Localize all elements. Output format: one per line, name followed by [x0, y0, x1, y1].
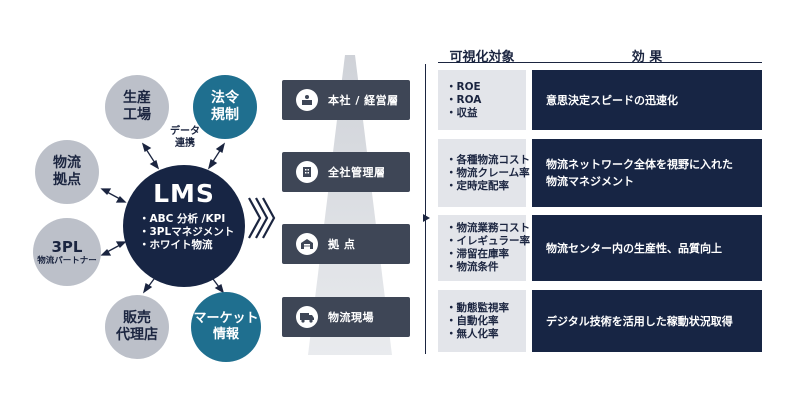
data-link-arrows	[100, 142, 226, 294]
target-item: ・各種物流コスト	[446, 153, 530, 166]
arrowhead	[100, 188, 112, 196]
arrow-3pl	[106, 244, 121, 253]
layer-label: 物流現場	[328, 311, 374, 324]
arrow-law	[211, 148, 222, 164]
hierarchy-spire	[308, 55, 392, 355]
node-hub: 物流 拠点	[35, 140, 99, 204]
arrowhead	[115, 195, 127, 203]
target-item: ・無人化率	[446, 327, 499, 340]
lms-feature: ・ホワイト物流	[139, 239, 213, 251]
header-effect: 効 果	[631, 50, 663, 65]
target-item: ・ROA	[446, 93, 482, 106]
arrow-factory	[145, 148, 156, 164]
arrowhead	[214, 284, 225, 294]
node-3pl-sub: 物流パートナー	[37, 255, 97, 266]
target-item: ・収益	[446, 106, 478, 119]
layer-headquarters: 本社 / 経営層	[282, 80, 410, 120]
header-target: 可視化対象	[449, 50, 515, 65]
target-item: ・ROE	[446, 80, 481, 93]
layer-label: 本社 / 経営層	[328, 94, 399, 107]
row-effect: 物流センター内の生産性、品質向上	[532, 215, 762, 281]
target-item: ・滞留在庫率	[446, 248, 509, 260]
layer-label: 全社管理層	[328, 166, 386, 179]
target-item: ・イレギュラー率	[446, 235, 530, 247]
table-pointer-icon	[423, 214, 430, 222]
layer-company-management: 全社管理層	[282, 152, 410, 192]
warehouse-icon	[296, 233, 318, 255]
row-targets: ・各種物流コスト ・物流クレーム率 ・定時定配率	[438, 139, 530, 207]
arrowhead	[100, 248, 112, 256]
row-targets: ・動態監視率 ・自動化率 ・無人化率	[438, 290, 526, 352]
row-effect: 意思決定スピードの迅速化	[532, 70, 762, 130]
header-underline	[438, 62, 762, 63]
table-divider	[425, 64, 426, 354]
lms-title: LMS	[153, 179, 215, 208]
node-agency: 販売 代理店	[105, 295, 169, 359]
target-item: ・定時定配率	[446, 179, 509, 192]
target-item: ・自動化率	[446, 314, 499, 327]
office-building-icon	[296, 161, 318, 183]
layer-label: 拠 点	[328, 238, 356, 251]
node-3pl-label: 3PL	[51, 237, 83, 256]
node-market: マーケット 情報	[191, 292, 261, 362]
target-item: ・物流業務コスト	[446, 222, 530, 234]
arrowhead	[149, 160, 160, 170]
flow-chevrons	[248, 197, 276, 239]
arrowhead	[207, 158, 218, 170]
layer-site: 拠 点	[282, 224, 410, 264]
row-effect: デジタル技術を活用した稼動状況取得	[532, 290, 762, 352]
node-factory: 生産 工場	[105, 75, 169, 139]
arrow-hub	[106, 191, 121, 200]
node-law: 法令 規制	[193, 75, 257, 139]
row-targets: ・ROE ・ROA ・収益	[438, 70, 526, 130]
target-item: ・物流条件	[446, 261, 499, 273]
node-3pl: 3PL 物流パートナー	[33, 218, 101, 286]
lms-features: ・ABC 分析 /KPI ・3PLマネジメント ・ホワイト物流	[139, 213, 234, 252]
delivery-truck-icon	[296, 306, 318, 328]
row-effect: 物流ネットワーク全体を視野に入れた 物流マネジメント	[532, 139, 762, 207]
arrowhead	[115, 241, 127, 249]
layer-field: 物流現場	[282, 297, 410, 337]
data-link-label: データ 連携	[170, 126, 200, 149]
row-targets: ・物流業務コスト ・イレギュラー率 ・滞留在庫率 ・物流条件	[438, 215, 530, 281]
lms-feature: ・ABC 分析 /KPI	[139, 213, 226, 225]
target-item: ・物流クレーム率	[446, 166, 530, 179]
arrowhead	[141, 142, 152, 152]
reception-desk-icon	[296, 89, 318, 111]
target-item: ・動態監視率	[446, 301, 509, 314]
arrowhead	[142, 282, 153, 294]
arrowhead	[215, 142, 226, 154]
lms-hub: LMS ・ABC 分析 /KPI ・3PLマネジメント ・ホワイト物流	[123, 165, 245, 287]
lms-feature: ・3PLマネジメント	[139, 226, 235, 238]
